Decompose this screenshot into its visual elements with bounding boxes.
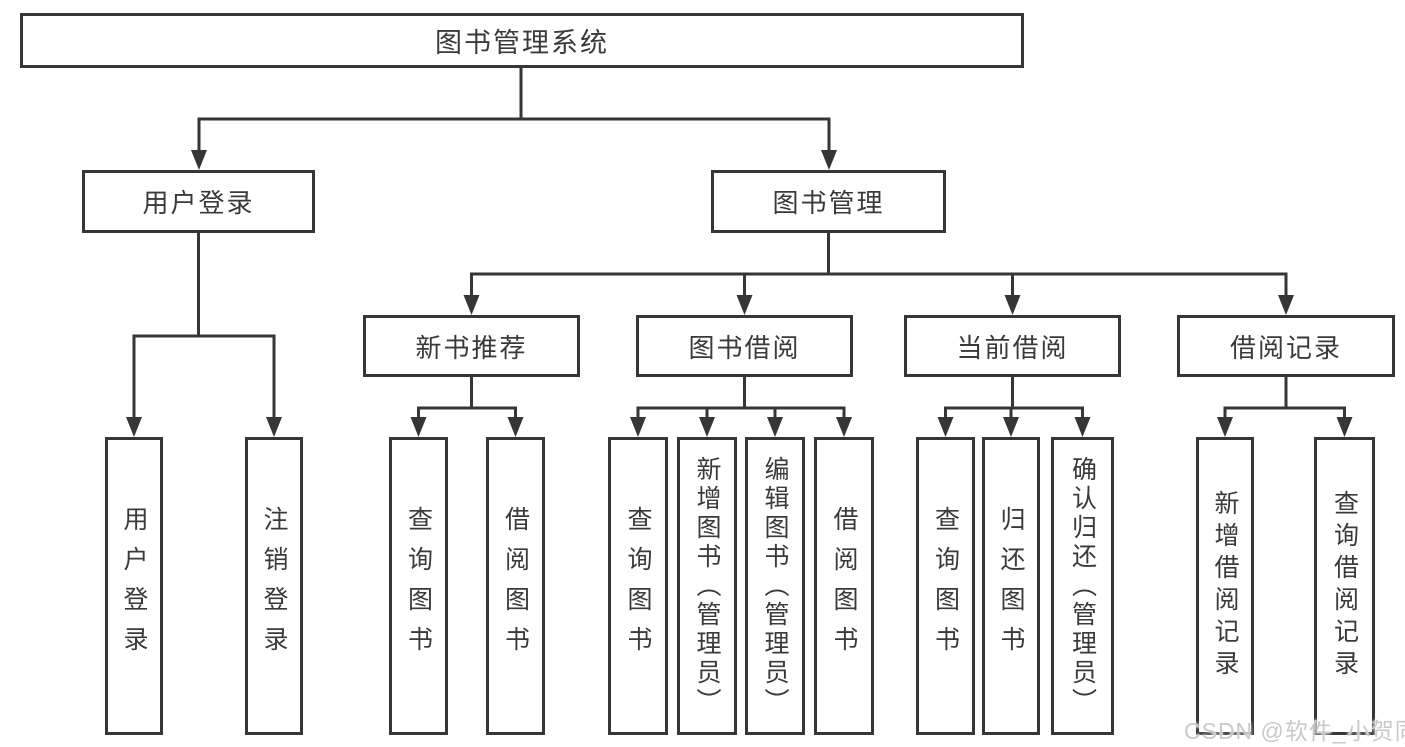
- node-leaf-query-borrow-record: 查询借阅记录: [1314, 437, 1375, 735]
- node-leaf-edit-books-admin: 编辑图书（管理员）: [745, 437, 805, 735]
- node-leaf-query-books-current: 查询图书: [916, 437, 975, 735]
- node-leaf-add-books-admin: 新增图书（管理员）: [677, 437, 737, 735]
- node-new-book-recommend: 新书推荐: [363, 315, 580, 377]
- node-book-borrow: 图书借阅: [636, 315, 853, 377]
- node-leaf-logout: 注销登录: [245, 437, 303, 735]
- node-leaf-user-login: 用户登录: [105, 437, 163, 735]
- node-system-root: 图书管理系统: [20, 13, 1024, 68]
- node-leaf-query-books-recommend: 查询图书: [389, 437, 448, 735]
- csdn-watermark: CSDN @软件_小贺同学: [1184, 718, 1405, 744]
- node-book-management: 图书管理: [711, 170, 946, 233]
- node-user-login: 用户登录: [82, 170, 315, 233]
- node-leaf-add-borrow-record: 新增借阅记录: [1196, 437, 1254, 735]
- connector-current-borrow: [937, 377, 1091, 437]
- node-leaf-query-books-borrow: 查询图书: [608, 437, 668, 735]
- node-current-borrow: 当前借阅: [904, 315, 1121, 377]
- node-leaf-confirm-return-admin: 确认归还（管理员）: [1051, 437, 1114, 735]
- connector-book-management: [463, 233, 1294, 315]
- connector-borrow-records: [1217, 377, 1353, 437]
- connector-user-login: [126, 233, 282, 437]
- connector-root: [191, 68, 837, 170]
- node-leaf-return-books: 归还图书: [982, 437, 1040, 735]
- connector-new-book-recommend: [410, 377, 524, 437]
- node-borrow-records: 借阅记录: [1177, 315, 1395, 377]
- connector-book-borrow: [630, 377, 852, 437]
- node-leaf-borrow-books-recommend: 借阅图书: [486, 437, 545, 735]
- node-leaf-borrow-books: 借阅图书: [814, 437, 874, 735]
